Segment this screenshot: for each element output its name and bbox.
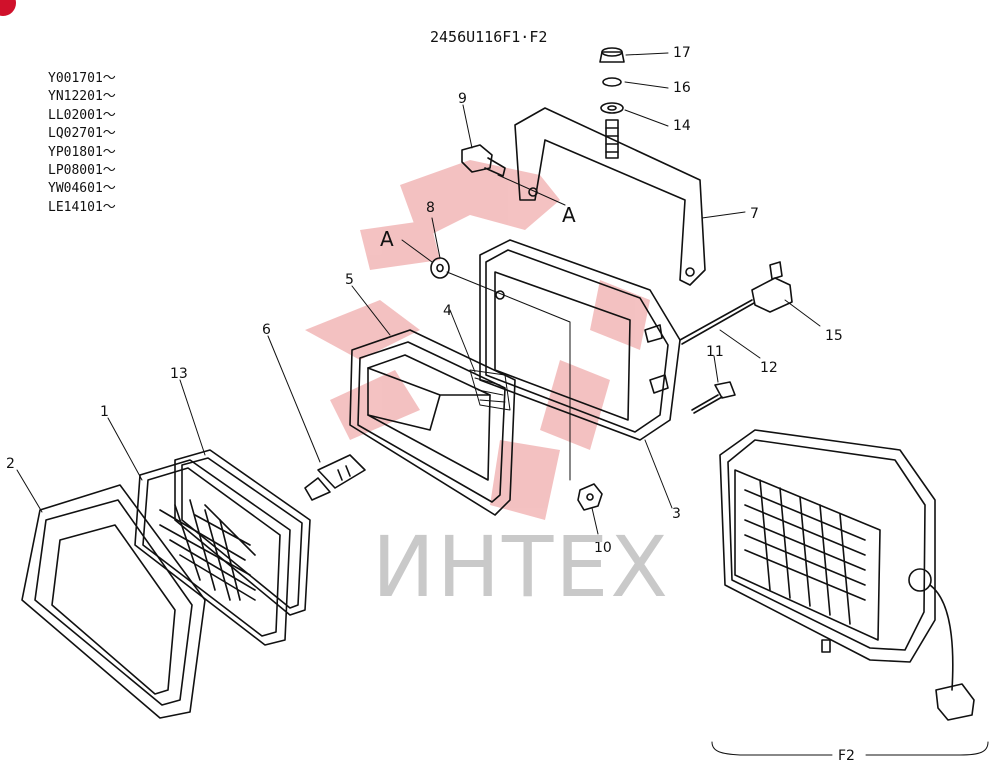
part-10-nut (577, 483, 603, 511)
part-3-housing (479, 239, 681, 441)
label-10: 10 (594, 540, 612, 556)
part-9-bolt (461, 144, 506, 177)
part-14-washer (600, 102, 624, 114)
serial-range: YP01801～ (48, 144, 116, 160)
part-8-washer (430, 257, 450, 279)
label-16: 16 (673, 80, 691, 96)
leader-lines (16, 52, 989, 756)
part-labels: 2 1 13 6 5 4 3 8 9 10 11 12 15 7 14 16 1… (6, 45, 855, 764)
assembled-lamp-f2 (719, 429, 975, 721)
serial-range: LE14101～ (48, 199, 116, 215)
serial-range: YW04601～ (48, 181, 116, 197)
label-4: 4 (443, 303, 452, 319)
label-5: 5 (345, 272, 354, 288)
label-13: 13 (170, 366, 188, 382)
label-15: 15 (825, 328, 843, 344)
serial-range: YN12201～ (48, 89, 116, 105)
stud (605, 119, 619, 159)
part-12-wire (679, 299, 755, 345)
label-14: 14 (673, 118, 691, 134)
part-13-gasket (174, 449, 311, 616)
serial-range: Y001701～ (48, 71, 116, 86)
serial-range: LP08001～ (48, 163, 116, 179)
part-15-connector (751, 261, 793, 313)
label-6: 6 (262, 322, 271, 338)
label-12: 12 (760, 360, 778, 376)
part-4-socket (469, 369, 511, 411)
ref-mark-a-bracket: A (562, 203, 576, 227)
label-7: 7 (750, 206, 759, 222)
ref-mark-a-washer: A (380, 227, 394, 251)
label-1: 1 (100, 404, 109, 420)
part-1-lens (134, 459, 291, 646)
drawing-code: 2456U116F1·F2 (430, 28, 548, 46)
label-3: 3 (672, 506, 681, 522)
label-9: 9 (458, 91, 467, 107)
part-17-nut (599, 47, 625, 63)
assembly-label: F2 (838, 748, 855, 764)
corner-badge (0, 0, 16, 16)
part-2-front-bezel (21, 484, 206, 719)
part-11-screw (691, 381, 736, 414)
serial-range: LQ02701～ (48, 126, 116, 142)
part-6-bulb (304, 454, 366, 501)
label-11: 11 (706, 344, 724, 360)
label-8: 8 (426, 200, 435, 216)
label-2: 2 (6, 456, 15, 472)
part-16-spring-washer (602, 77, 622, 87)
serial-range-list: Y001701～ YN12201～ LL02001～ LQ02701～ YP01… (48, 70, 116, 217)
watermark-logo (305, 160, 650, 520)
serial-range: LL02001～ (48, 107, 116, 123)
label-17: 17 (673, 45, 691, 61)
watermark-text: ИНТЕХ (372, 518, 670, 616)
part-5-reflector (349, 329, 516, 516)
